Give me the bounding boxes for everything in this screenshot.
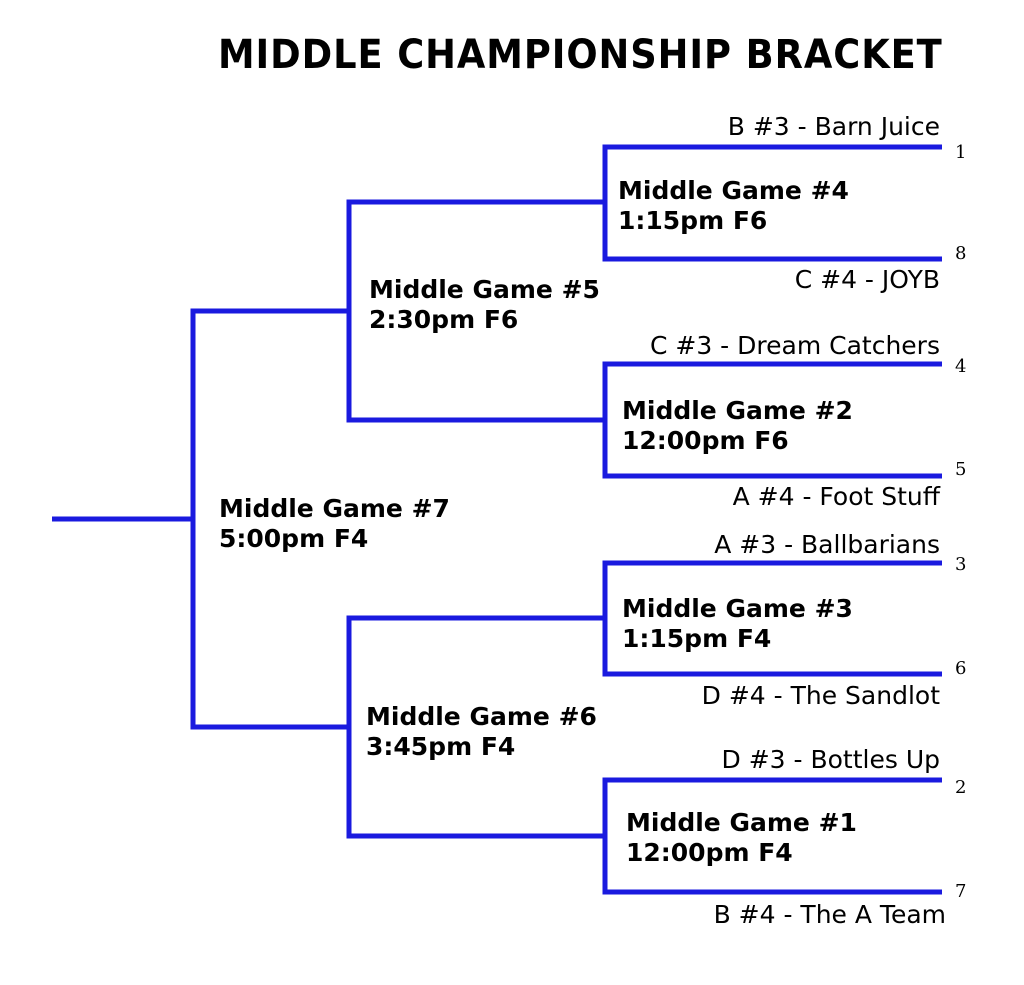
game-time: 12:00pm F4 (626, 838, 793, 867)
team-label-seed-7: B #4 - The A Team (713, 900, 946, 929)
seed-number-3: 3 (955, 554, 967, 575)
seed-number-8: 8 (955, 243, 967, 264)
game-time: 12:00pm F6 (622, 426, 789, 455)
team-label-seed-1: B #3 - Barn Juice (727, 112, 940, 141)
team-label-seed-4: C #3 - Dream Catchers (649, 331, 940, 360)
game-time: 5:00pm F4 (219, 524, 369, 553)
game-name: Middle Game #3 (622, 594, 853, 623)
game-name: Middle Game #6 (366, 702, 597, 731)
seed-number-7: 7 (955, 881, 967, 902)
game-label-1: Middle Game #1 12:00pm F4 (626, 808, 857, 868)
game-label-7: Middle Game #7 5:00pm F4 (219, 494, 450, 554)
seed-number-6: 6 (955, 658, 967, 679)
game-time: 2:30pm F6 (369, 305, 519, 334)
game-name: Middle Game #1 (626, 808, 857, 837)
team-label-seed-3: A #3 - Ballbarians (714, 530, 940, 559)
team-label-seed-5: A #4 - Foot Stuff (732, 482, 940, 511)
game-name: Middle Game #5 (369, 275, 600, 304)
bracket-title: MIDDLE CHAMPIONSHIP BRACKET (218, 32, 943, 78)
seed-number-5: 5 (955, 459, 967, 480)
seed-number-1: 1 (955, 142, 967, 163)
game-label-5: Middle Game #5 2:30pm F6 (369, 275, 600, 335)
team-label-seed-8: C #4 - JOYB (794, 265, 940, 294)
game-label-6: Middle Game #6 3:45pm F4 (366, 702, 597, 762)
game-label-2: Middle Game #2 12:00pm F6 (622, 396, 853, 456)
game-name: Middle Game #4 (618, 176, 849, 205)
game-name: Middle Game #2 (622, 396, 853, 425)
game-time: 1:15pm F4 (622, 624, 772, 653)
game-label-3: Middle Game #3 1:15pm F4 (622, 594, 853, 654)
team-label-seed-2: D #3 - Bottles Up (721, 745, 940, 774)
game-label-4: Middle Game #4 1:15pm F6 (618, 176, 849, 236)
game-time: 1:15pm F6 (618, 206, 768, 235)
seed-number-2: 2 (955, 777, 967, 798)
seed-number-4: 4 (955, 356, 967, 377)
team-label-seed-6: D #4 - The Sandlot (701, 681, 940, 710)
game-time: 3:45pm F4 (366, 732, 516, 761)
game-name: Middle Game #7 (219, 494, 450, 523)
